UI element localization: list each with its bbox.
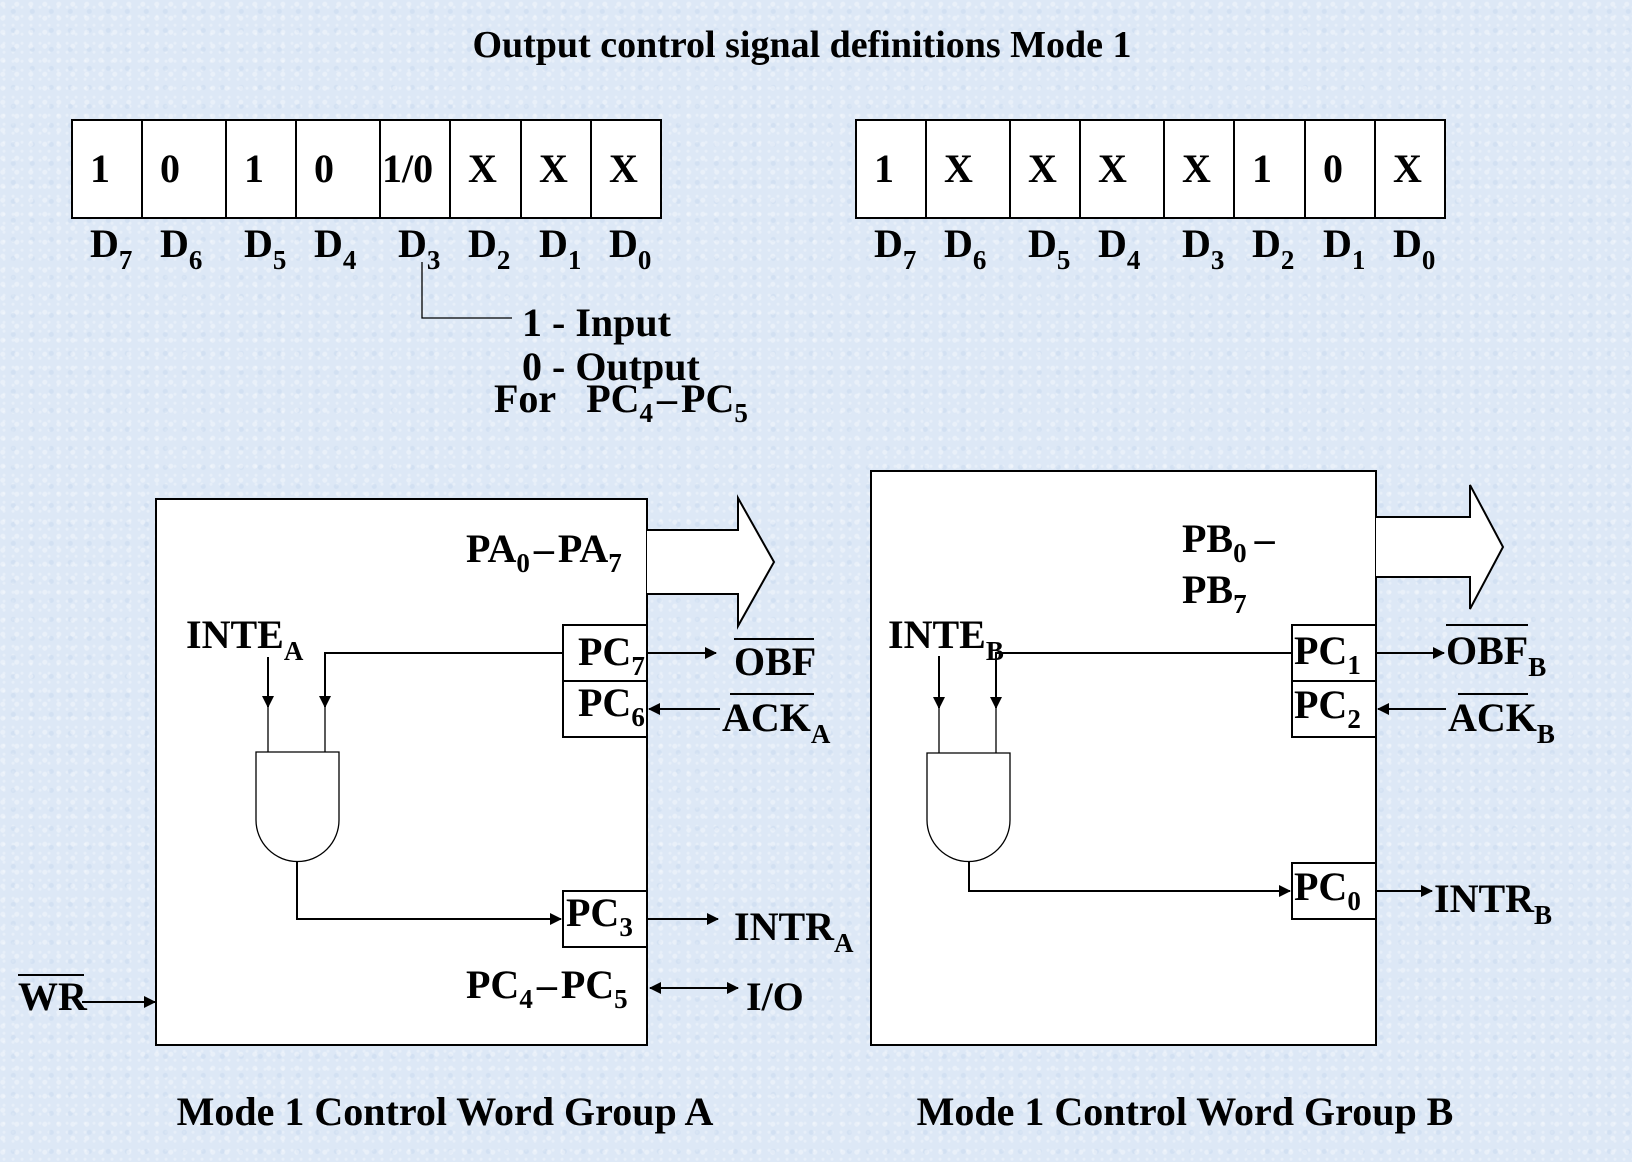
cw-b-bit-cell: [1374, 119, 1446, 219]
port-b-output-arrow: [1376, 484, 1505, 610]
pin-pc3: [562, 890, 648, 948]
cw-a-bit-label: D5: [244, 221, 286, 275]
cw-b-bit-value: X: [944, 146, 973, 191]
intr-a-label: INTRA: [734, 904, 854, 958]
cw-b-bit-cell: [1233, 119, 1306, 219]
io-label: I/O: [746, 974, 804, 1019]
cw-b-bit-value: 1: [1252, 146, 1272, 191]
cw-b-bit-cell: [1304, 119, 1376, 219]
intr-b-label: INTRB: [1434, 876, 1552, 930]
cw-b-bit-label: D6: [944, 221, 986, 275]
group-a-diagram: PA0–PA7 INTEA PC7 PC6 PC3 OBF ACKA INTRA…: [18, 494, 854, 1046]
cw-a-bit-label: D4: [314, 221, 356, 275]
cw-b-bit-label: D5: [1028, 221, 1070, 275]
note-output: 0 - Output: [522, 344, 700, 389]
control-word-group-b: 1D7 X D6 X D5 X D4 X D3 1D2 0D1 X D0: [855, 119, 1446, 275]
control-word-group-a: 1D7 0D6 1D5 0D4 1/0D3 X D2 X D1 X D0: [71, 119, 662, 275]
cw-a-bit-label: D3: [398, 221, 440, 275]
cw-b-bit-cell: [1009, 119, 1081, 219]
cw-b-bit-label: D1: [1323, 221, 1365, 275]
caption-group-a: Mode 1 Control Word Group A: [177, 1089, 714, 1134]
cw-b-bit-value: X: [1098, 146, 1127, 191]
cw-b-bit-cell: [1079, 119, 1165, 219]
cw-b-bit-value: 1: [874, 146, 894, 191]
cw-b-bit-label: D3: [1182, 221, 1224, 275]
cw-b-bit-label: D4: [1098, 221, 1140, 275]
caption-group-b: Mode 1 Control Word Group B: [917, 1089, 1454, 1134]
cw-b-bit-label: D2: [1252, 221, 1294, 275]
cw-a-bit-value: X: [539, 146, 568, 191]
cw-b-bit-value: X: [1028, 146, 1057, 191]
cw-b-bit-cell: [1163, 119, 1235, 219]
pin-pc3-label: PC3: [566, 890, 633, 942]
cw-a-bit-value: X: [468, 146, 497, 191]
pin-pc2-label: PC2: [1294, 682, 1361, 734]
cw-a-bit-value: 0: [314, 146, 334, 191]
obf-a-label: OBF: [734, 639, 816, 684]
and-a-to-pc3-wire: [296, 862, 562, 925]
and-gate-a: [255, 751, 340, 863]
and-gate-a-inputs: [267, 707, 326, 752]
note-input: 1 - Input: [522, 300, 672, 345]
and-b-to-pc0-wire: [968, 861, 1291, 897]
cw-a-bit-value: 1/0: [382, 146, 433, 191]
and-gate-b-inputs: [938, 708, 997, 753]
cw-a-bit-value: 0: [160, 146, 180, 191]
port-b-label-line2: PB7: [1182, 567, 1247, 619]
cw-b-bit-label: D0: [1393, 221, 1435, 275]
cw-a-bit-value: 1: [244, 146, 264, 191]
cw-b-bit-value: X: [1393, 146, 1422, 191]
cw-a-bit-cell: [225, 119, 297, 219]
cw-a-bit-label: D2: [468, 221, 510, 275]
cw-a-bit-label: D6: [160, 221, 202, 275]
ack-a-label: ACKA: [722, 695, 831, 749]
cw-a-bit-cell: [520, 119, 592, 219]
group-a-block: [155, 498, 648, 1046]
pc7-feedback-wire: [319, 652, 563, 708]
pin-pc0: [1291, 862, 1377, 920]
pin-pc1-label: PC1: [1294, 628, 1361, 680]
page-title: Output control signal definitions Mode 1: [472, 24, 1131, 66]
group-b-diagram: PB0– PB7 INTEB PC1 PC2 PC0 OBFB ACKB INT…: [870, 470, 1555, 1046]
and-gate-b: [926, 752, 1011, 863]
cw-a-bit-cell: [590, 119, 662, 219]
pc1-feedback-wire: [990, 652, 1292, 709]
pin-pc1: [1291, 624, 1377, 682]
pc4-pc5-label: PC4–PC5: [466, 962, 628, 1014]
inte-b-label: INTEB: [888, 612, 1004, 666]
ack-b-label: ACKB: [1448, 695, 1555, 749]
port-b-label-line1: PB0–: [1182, 516, 1276, 568]
cw-a-bit-cell: [71, 119, 143, 219]
port-a-output-arrow: [647, 494, 776, 630]
cw-b-bit-value: 0: [1323, 146, 1343, 191]
cw-a-bit-label: D0: [609, 221, 651, 275]
cw-b-bit-label: D7: [874, 221, 916, 275]
pin-pc6-label: PC6: [578, 680, 645, 732]
cw-a-bit-label: D1: [539, 221, 581, 275]
d3-callout-line: [421, 262, 512, 319]
pin-pc2: [1291, 680, 1377, 738]
pin-pc7-label: PC7: [578, 629, 645, 681]
cw-a-bit-value: 1: [90, 146, 110, 191]
port-a-label: PA0–PA7: [466, 526, 622, 578]
cw-a-bit-value: X: [609, 146, 638, 191]
wr-label: WR: [18, 974, 88, 1019]
cw-a-bit-label: D7: [90, 221, 132, 275]
cw-a-bit-cell: [379, 119, 451, 219]
cw-b-bit-value: X: [1182, 146, 1211, 191]
pin-pc6: [562, 680, 648, 738]
group-b-block: [870, 470, 1377, 1046]
obf-b-label: OBFB: [1446, 628, 1546, 682]
inte-a-label: INTEA: [186, 612, 304, 666]
pin-pc0-label: PC0: [1294, 864, 1361, 916]
cw-a-bit-cell: [295, 119, 381, 219]
cw-a-bit-cell: [141, 119, 227, 219]
